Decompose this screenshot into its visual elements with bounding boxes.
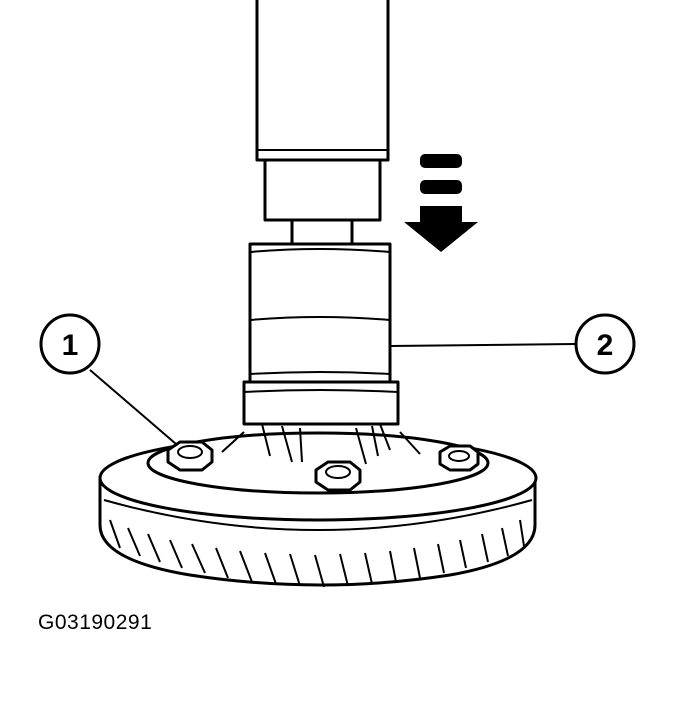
figure-id: G03190291 bbox=[38, 611, 153, 634]
callout-1-label: 1 bbox=[62, 329, 79, 362]
bolt-left bbox=[166, 440, 214, 472]
callout-2-label: 2 bbox=[597, 329, 614, 362]
bolt-right bbox=[438, 444, 480, 472]
callout-2: 2 bbox=[389, 313, 636, 375]
arrow-down-icon bbox=[404, 154, 478, 252]
press-adapter bbox=[221, 242, 421, 465]
gear-teeth bbox=[103, 499, 533, 588]
callout-1: 1 bbox=[39, 313, 177, 445]
press-ram bbox=[255, 0, 390, 248]
bolt-center bbox=[314, 460, 362, 492]
